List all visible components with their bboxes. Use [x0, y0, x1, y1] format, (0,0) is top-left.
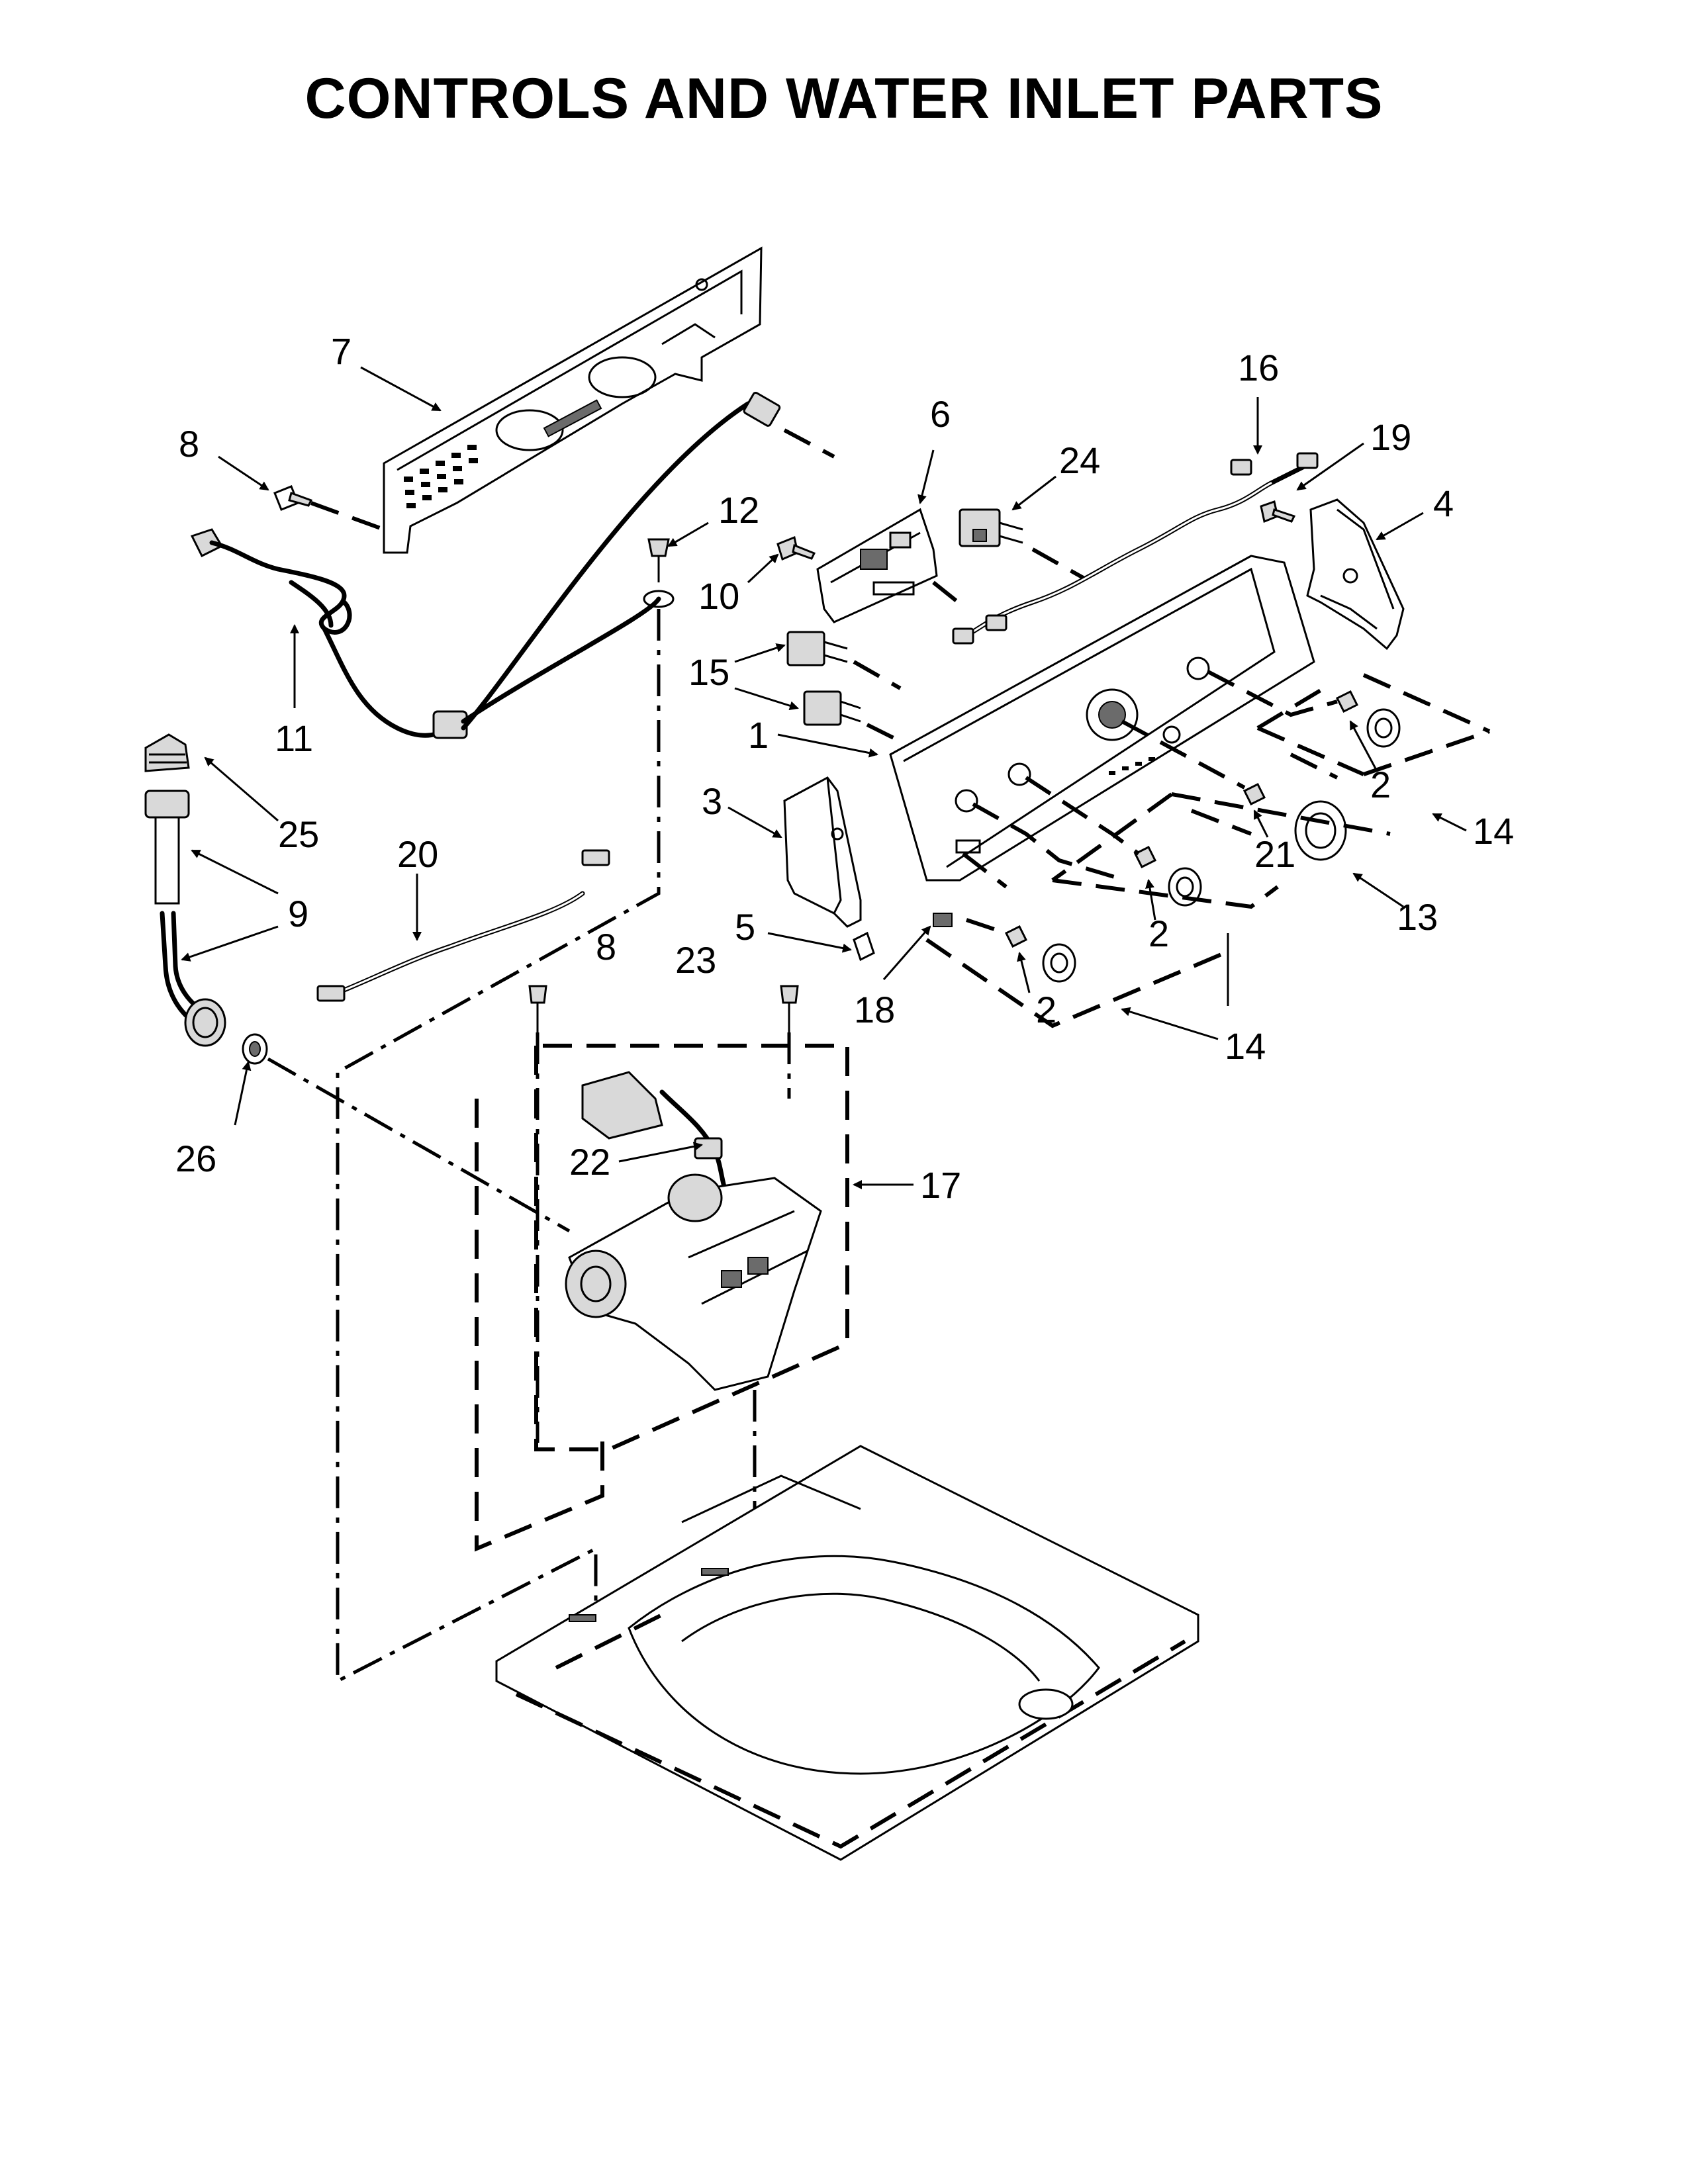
part-3-bracket: [783, 776, 862, 928]
callout-3: 3: [702, 780, 722, 822]
callout-20: 20: [397, 833, 438, 875]
callout-8-lower: 8: [596, 926, 616, 968]
callout-9: 9: [288, 893, 308, 934]
part-26-washer: [242, 1033, 268, 1065]
callout-1: 1: [748, 714, 769, 756]
assembly-line-15b: [866, 723, 895, 740]
part-11-power-cord: [190, 528, 468, 739]
part-22-water-valve: [565, 1071, 822, 1391]
callout-leaders: [181, 366, 1467, 1189]
assembly-line-26-to-valve: [267, 1057, 571, 1233]
assembly-line-8-to-7: [310, 501, 385, 531]
callout-6: 6: [930, 393, 951, 435]
part-18-light-pipe: [933, 913, 953, 927]
part-19-screw: [1260, 500, 1296, 523]
washer-top-cover: [495, 1445, 1199, 1861]
callout-21: 21: [1254, 833, 1295, 875]
callout-13: 13: [1397, 896, 1438, 938]
part-14-knob-trim-lower: [925, 792, 1391, 1028]
assembly-line-24: [1031, 547, 1087, 581]
part-4-end-cap: [1306, 498, 1405, 651]
assembly-line-6: [932, 580, 968, 611]
part-20-wire-harness: [316, 849, 610, 1002]
part-8-screw-upper: [273, 485, 313, 511]
part-17-assembly-outline: [475, 1044, 849, 1552]
callout-11: 11: [275, 717, 313, 759]
part-24-switch: [959, 508, 1023, 547]
part-5-clip: [853, 931, 875, 962]
assembly-lines-knobs: [962, 670, 1338, 935]
part-6-control-board: [816, 508, 938, 623]
callout-4: 4: [1433, 482, 1454, 524]
part-8-screw-lower: [528, 985, 547, 1032]
assembly-line-15a: [853, 660, 902, 690]
part-9-inlet-hose: [144, 790, 226, 1047]
assembly-line-harness: [783, 428, 835, 459]
callout-18: 18: [854, 989, 895, 1030]
ground-wire: [461, 596, 661, 724]
callout-25: 25: [278, 813, 319, 855]
callout-2-c: 2: [1036, 989, 1056, 1030]
part-23-screw: [780, 985, 799, 1032]
part-16-wire-harness: [952, 452, 1319, 645]
callout-22: 22: [569, 1141, 610, 1183]
part-2-knob-b: [1133, 845, 1202, 907]
part-10-screw: [776, 535, 816, 561]
part-2-knob-a: [1335, 690, 1401, 748]
callout-labels: 7 8 11 12 6 10 24 16 19 4 15 1 25 9 20 3…: [175, 330, 1514, 1206]
diagram-title: CONTROLS AND WATER INLET PARTS: [305, 67, 1383, 130]
part-7-console-rear-panel: [383, 246, 763, 554]
callout-17: 17: [920, 1164, 961, 1206]
callout-14-upper: 14: [1473, 810, 1514, 852]
part-15-switch-upper: [786, 631, 848, 666]
callout-2-b: 2: [1149, 913, 1169, 954]
callout-26: 26: [175, 1138, 216, 1179]
callout-7: 7: [331, 330, 352, 372]
callout-24: 24: [1059, 439, 1100, 481]
callout-10: 10: [698, 575, 739, 617]
callout-19: 19: [1370, 416, 1411, 458]
part-13-large-knob: [1294, 800, 1347, 861]
callout-2-a: 2: [1370, 764, 1391, 805]
callout-15: 15: [688, 651, 729, 693]
part-2-knob-c: [1004, 925, 1076, 983]
part-25-filter-screen: [144, 733, 190, 772]
callout-5: 5: [735, 906, 755, 948]
part-15-switch-lower: [803, 690, 861, 726]
part-14-knob-trim-upper: [1256, 673, 1491, 780]
console-harness-lead: [461, 401, 771, 731]
callout-14-lower: 14: [1225, 1025, 1266, 1067]
callout-16: 16: [1238, 347, 1279, 388]
part-1-console: [889, 555, 1315, 882]
part-21-knob-shaft: [1243, 782, 1266, 806]
harness-connector: [743, 391, 781, 427]
callout-23: 23: [675, 939, 716, 981]
callout-12: 12: [718, 489, 759, 531]
callout-8-upper: 8: [179, 423, 199, 465]
